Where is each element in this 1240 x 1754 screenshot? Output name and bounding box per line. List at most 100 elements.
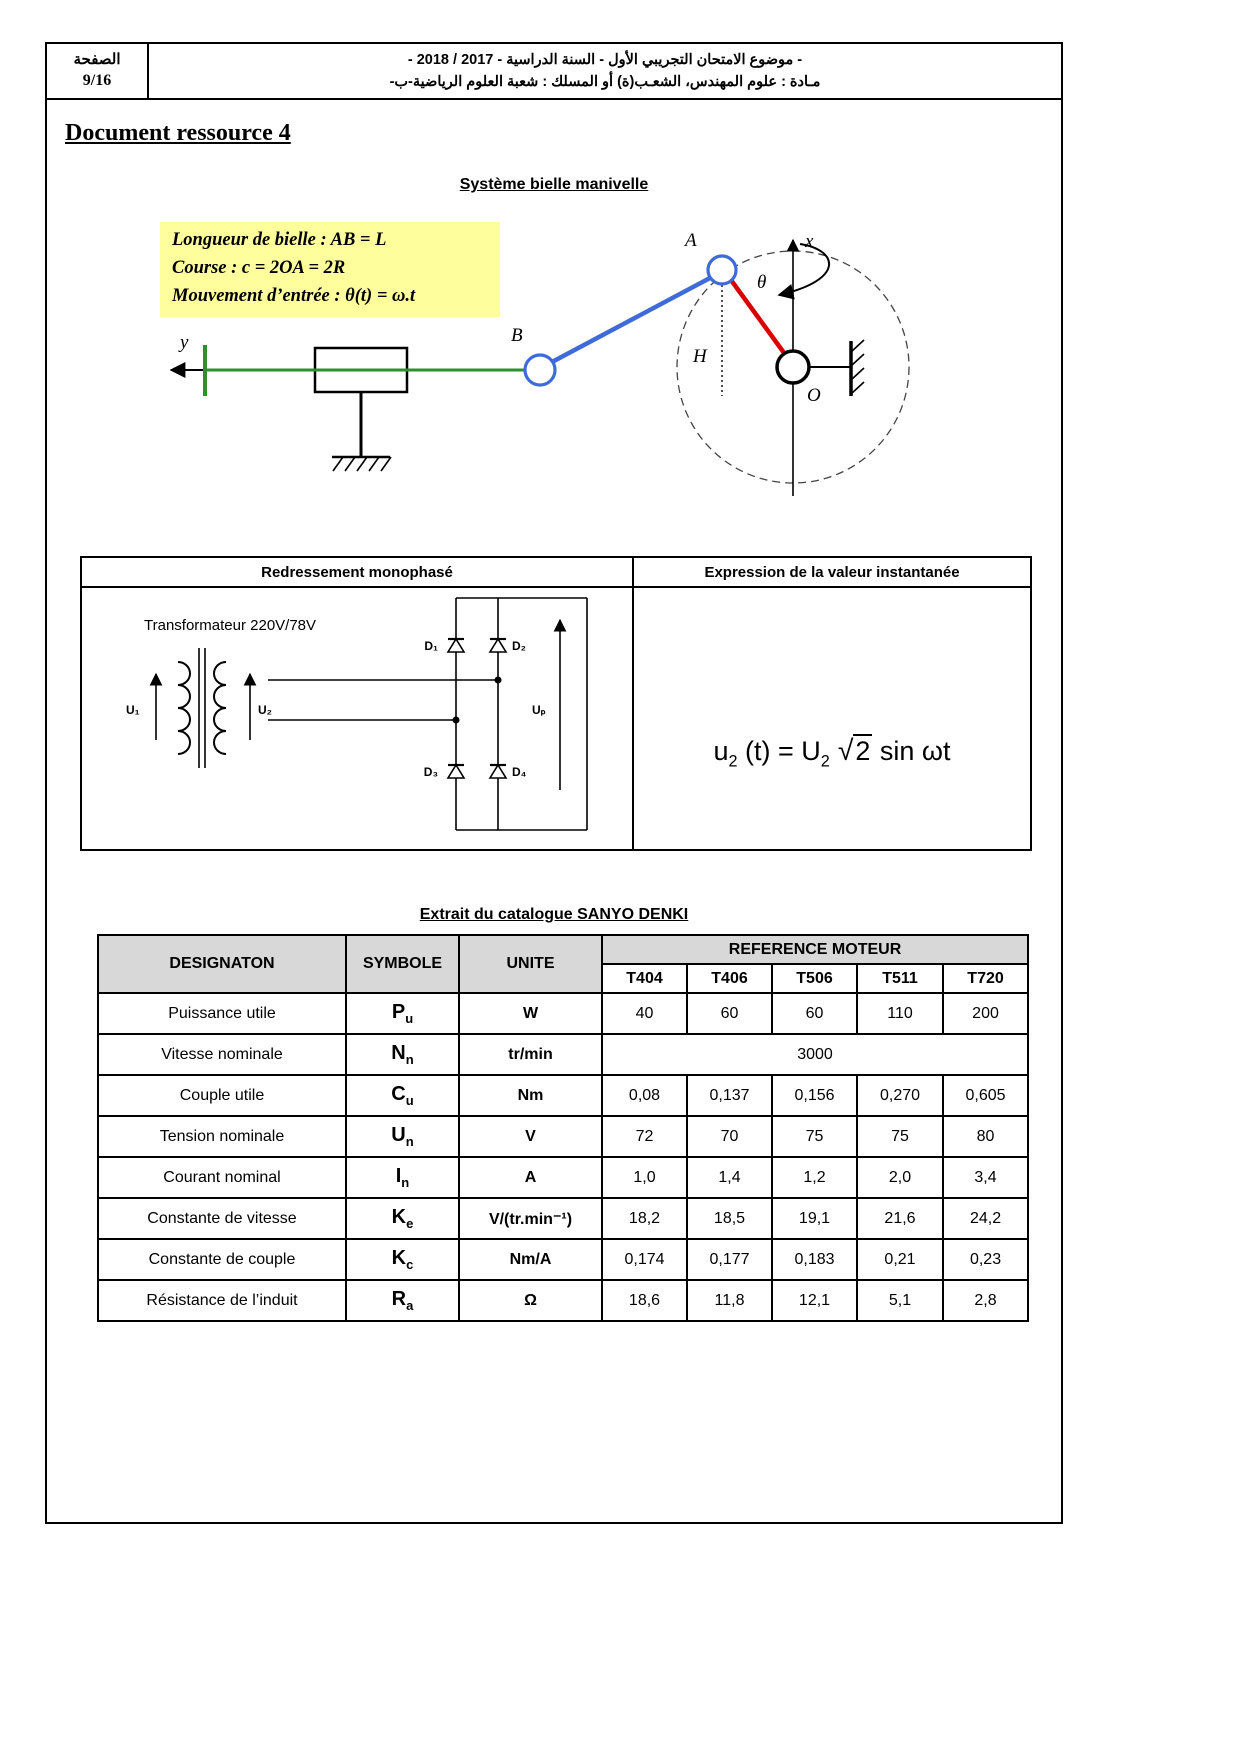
value-cell: 0,156 <box>771 1074 858 1117</box>
primary-coil <box>177 661 191 755</box>
value-cell-span: 3000 <box>600 1033 1030 1076</box>
symbol-cell: In <box>345 1156 460 1199</box>
unit-cell: V <box>458 1115 603 1158</box>
up-label: Uₚ <box>532 703 546 717</box>
value-cell: 110 <box>856 992 944 1035</box>
unit-cell: tr/min <box>458 1033 603 1076</box>
catalog-header-row-2: T404 T406 T506 T511 T720 <box>98 963 1030 994</box>
model-T720: T720 <box>941 963 1030 994</box>
symbol-cell: Kc <box>345 1238 460 1281</box>
value-cell: 70 <box>686 1115 773 1158</box>
symbol-cell: Cu <box>345 1074 460 1117</box>
unit-cell: Ω <box>458 1279 603 1322</box>
page-number-cell: الصفحة 9/16 <box>47 44 149 98</box>
document-title: Document ressource 4 <box>65 120 291 146</box>
model-T404: T404 <box>601 963 688 994</box>
rectifier-header-row: Redressement monophasé Expression de la … <box>80 556 1032 588</box>
unit-cell: W <box>458 992 603 1035</box>
label-A: A <box>683 230 697 251</box>
symbol-base: P <box>391 1001 406 1023</box>
formula-subscript: 2 <box>820 752 830 771</box>
value-cell: 18,6 <box>601 1279 688 1322</box>
table-row: Constante de couple Kc Nm/A 0,174 0,177 … <box>97 1238 1030 1281</box>
instantaneous-value-formula: u2 (t) = U2√2 sin ωt <box>713 734 951 771</box>
rectifier-right-title: Expression de la valeur instantanée <box>632 556 1032 588</box>
designation-cell: Courant nominal <box>97 1156 347 1199</box>
designation-cell: Couple utile <box>97 1074 347 1117</box>
symbol-subscript: c <box>406 1257 414 1272</box>
value-cell: 18,2 <box>601 1197 688 1240</box>
u1-label: U₁ <box>126 703 140 717</box>
value-cell: 0,270 <box>856 1074 944 1117</box>
label-y: y <box>178 332 189 353</box>
d4-label: D₄ <box>512 765 527 779</box>
rectifier-circuit-cell: Transformateur 220V/78V U₁ U₂ <box>80 586 634 851</box>
bridge-rectifier-circuit: Transformateur 220V/78V U₁ U₂ <box>126 597 588 831</box>
secondary-coil <box>213 661 227 755</box>
symbol-cell: Pu <box>345 992 460 1035</box>
junction-dot-top <box>494 676 502 684</box>
diode-D4 <box>488 763 508 779</box>
symbol-base: K <box>391 1247 407 1269</box>
symbol-base: N <box>391 1042 406 1064</box>
designation-cell: Constante de couple <box>97 1238 347 1281</box>
designation-cell: Vitesse nominale <box>97 1033 347 1076</box>
value-cell: 12,1 <box>771 1279 858 1322</box>
model-T406: T406 <box>686 963 773 994</box>
value-cell: 75 <box>856 1115 944 1158</box>
d1-label: D₁ <box>424 639 438 653</box>
symbol-base: R <box>391 1288 407 1310</box>
ground-hatching <box>332 456 392 472</box>
value-cell: 2,0 <box>856 1156 944 1199</box>
symbol-cell: Un <box>345 1115 460 1158</box>
label-x: x <box>804 231 814 252</box>
designation-cell: Tension nominale <box>97 1115 347 1158</box>
formula-part: u <box>713 736 729 767</box>
col-designation: DESIGNATON <box>97 934 347 994</box>
symbol-cell: Ke <box>345 1197 460 1240</box>
value-cell: 19,1 <box>771 1197 858 1240</box>
symbol-cell: Ra <box>345 1279 460 1322</box>
mechanism-info-box: Longueur de bielle : AB = L Course : c =… <box>160 222 500 318</box>
table-row: Constante de vitesse Ke V/(tr.min⁻¹) 18,… <box>97 1197 1030 1240</box>
value-cell: 0,08 <box>601 1074 688 1117</box>
value-cell: 1,4 <box>686 1156 773 1199</box>
diode-D2 <box>488 637 508 653</box>
symbol-subscript: e <box>406 1216 414 1231</box>
table-row: Tension nominale Un V 72 70 75 75 80 <box>97 1115 1030 1158</box>
value-cell: 24,2 <box>941 1197 1030 1240</box>
value-cell: 2,8 <box>941 1279 1030 1322</box>
formula-subscript: 2 <box>728 752 738 771</box>
joint-B <box>523 353 557 387</box>
crank-link <box>729 278 789 359</box>
formula-part: (t) = U <box>737 736 821 767</box>
value-cell: 3,4 <box>941 1156 1030 1199</box>
motor-catalog-table: DESIGNATON SYMBOLE UNITE REFERENCE MOTEU… <box>97 934 1030 1322</box>
symbol-base: C <box>391 1083 406 1105</box>
unit-cell: Nm <box>458 1074 603 1117</box>
page-word: الصفحة <box>73 51 121 69</box>
value-cell: 60 <box>686 992 773 1035</box>
value-cell: 60 <box>771 992 858 1035</box>
value-cell: 0,23 <box>941 1238 1030 1281</box>
symbol-subscript: n <box>405 1134 414 1149</box>
designation-cell: Puissance utile <box>97 992 347 1035</box>
designation-cell: Résistance de l’induit <box>97 1279 347 1322</box>
value-cell: 5,1 <box>856 1279 944 1322</box>
value-cell: 0,137 <box>686 1074 773 1117</box>
diode-D1 <box>446 637 466 653</box>
rectifier-body-row: Transformateur 220V/78V U₁ U₂ <box>80 586 1032 851</box>
d2-label: D₂ <box>512 639 526 653</box>
connecting-rod <box>550 276 712 364</box>
info-line-3: Mouvement d’entrée : θ(t) = ω.t <box>172 285 416 306</box>
u2-label: U₂ <box>258 703 272 717</box>
page-header: الصفحة 9/16 - موضوع الامتحان التجريبي ال… <box>45 42 1063 100</box>
value-cell: 72 <box>601 1115 688 1158</box>
symbol-base: K <box>391 1206 407 1228</box>
symbol-cell: Nn <box>345 1033 460 1076</box>
info-line-1: Longueur de bielle : AB = L <box>172 230 387 250</box>
model-T511: T511 <box>856 963 944 994</box>
symbol-subscript: u <box>405 1011 414 1026</box>
catalog-header-row-1: DESIGNATON SYMBOLE UNITE REFERENCE MOTEU… <box>97 934 1030 994</box>
